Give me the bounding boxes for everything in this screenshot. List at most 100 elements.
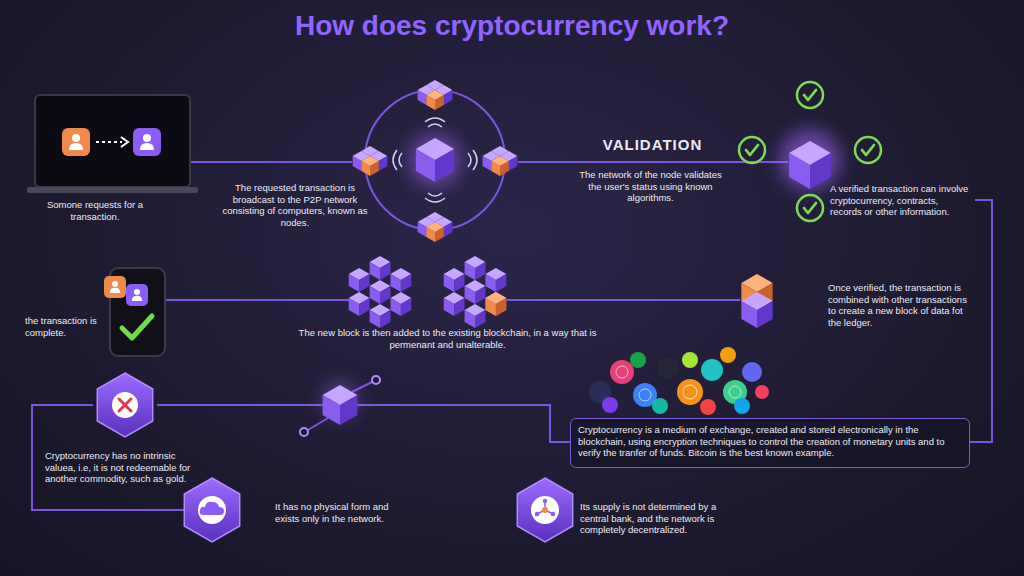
- definition-box: Cryptocurrency is a medium of exchange, …: [570, 418, 970, 468]
- supply-hexagon-part: [517, 478, 572, 542]
- supply-hexagon: [517, 478, 572, 542]
- phone-part: [110, 281, 121, 293]
- no-physical-hexagon-part: [198, 496, 226, 524]
- connector: [970, 200, 992, 442]
- decor-lines-part: [190, 161, 200, 163]
- blockchain-part: [349, 256, 412, 328]
- small-cube: [300, 376, 380, 436]
- connector: [530, 161, 575, 163]
- small-cube-part: [372, 376, 380, 384]
- p2p-network: [353, 80, 518, 242]
- supply-hexagon-part: [543, 499, 547, 503]
- validation-cube-part: [739, 137, 765, 163]
- coins-part: [720, 347, 736, 363]
- decor-lines-part: [720, 299, 740, 301]
- step-node: A verified transaction can involve crypt…: [735, 78, 975, 233]
- p2p-network-part: [393, 150, 402, 170]
- supply-hexagon-part: [551, 512, 555, 516]
- laptop-part: [27, 187, 198, 193]
- ledger-block-part: [741, 292, 772, 328]
- p2p-network-part: [483, 146, 518, 176]
- decor-lines-part: [175, 509, 184, 511]
- laptop-part: [69, 134, 83, 150]
- fact-node: Cryptocurrency has no intrinsic valuea, …: [40, 372, 205, 502]
- blockchain: [349, 256, 507, 328]
- coins-part: [682, 352, 698, 368]
- ledger-block: [741, 274, 772, 328]
- step-text: the transaction is complete.: [25, 315, 100, 338]
- phone: [104, 268, 165, 356]
- phone-part: [132, 289, 143, 301]
- phone-part: [104, 276, 126, 298]
- coins: [589, 347, 769, 415]
- coins-part: [652, 398, 668, 414]
- decor-lines-part: [157, 404, 205, 406]
- decor-lines-part: [165, 299, 185, 301]
- laptop-part: [121, 137, 128, 147]
- laptop-part: [133, 128, 161, 156]
- phone-part: [122, 316, 152, 338]
- blockchain-part: [485, 292, 506, 316]
- coins-part: [616, 366, 628, 378]
- supply-hexagon-part: [535, 512, 539, 516]
- step-node: Somone requests for a transaction.: [28, 95, 200, 226]
- p2p-network-part: [425, 193, 445, 202]
- connector: [205, 405, 570, 442]
- blockchain-part: [444, 256, 507, 328]
- step-text: The network of the node validates the us…: [578, 169, 723, 204]
- coins-part: [729, 386, 741, 398]
- coins-part: [701, 359, 723, 381]
- decor-lines-part: [575, 161, 725, 163]
- step-node: Once verified, the transaction is combin…: [720, 265, 975, 340]
- validation-cube-part: [797, 82, 823, 108]
- no-value-hexagon-part: [97, 373, 152, 437]
- step-node: VALIDATION The network of the node valida…: [575, 133, 725, 208]
- no-value-hexagon-part: [112, 392, 138, 418]
- step-text: It has no physical form and exists only …: [275, 501, 405, 524]
- p2p-network-part: [418, 80, 453, 110]
- coins-part: [677, 379, 703, 405]
- step-text: Somone requests for a transaction.: [40, 199, 150, 222]
- small-cube-part: [323, 385, 358, 425]
- title: How does cryptocurrency work?: [0, 10, 1024, 42]
- phone-part: [126, 284, 148, 306]
- connector: [185, 299, 290, 301]
- no-value-hexagon-part: [119, 399, 131, 411]
- laptop-part: [96, 141, 122, 143]
- fact-node: It has no physical form and exists only …: [175, 475, 405, 545]
- decor-lines-part: [290, 299, 350, 301]
- decor-lines-part: [210, 161, 352, 163]
- laptop: [27, 95, 198, 193]
- step-text: Cryptocurrency has no intrinsic valuea, …: [45, 450, 205, 485]
- step-node: The requested transaction is broadcast t…: [210, 88, 530, 233]
- validation-cube-part: [797, 195, 823, 221]
- p2p-network-part: [416, 138, 454, 182]
- coins-part: [630, 352, 646, 368]
- step-text: The new block is then added to the exist…: [290, 327, 605, 350]
- coins-part: [734, 398, 750, 414]
- small-cube-part: [300, 428, 308, 436]
- no-physical-hexagon-part: [184, 478, 239, 542]
- coins-part: [610, 360, 634, 384]
- coins-part: [683, 385, 697, 399]
- step-text: Cryptocurrency is a medium of exchange, …: [578, 424, 962, 459]
- step-text: The requested transaction is broadcast t…: [215, 182, 375, 228]
- coins-part: [602, 397, 618, 413]
- coins-part: [639, 389, 651, 401]
- p2p-network-part: [425, 118, 445, 127]
- decor-lines-part: [308, 418, 328, 430]
- supply-hexagon-part: [531, 496, 559, 524]
- coins-part: [755, 385, 769, 399]
- validation-cube-part: [789, 141, 831, 189]
- fact-node: Its supply is not determined by a centra…: [505, 475, 730, 545]
- laptop-part: [140, 134, 154, 150]
- decor-lines-part: [40, 404, 93, 406]
- validation-cube-part: [855, 137, 881, 163]
- step-node: the transaction is complete.: [25, 265, 185, 360]
- no-value-hexagon: [97, 373, 152, 437]
- coins-part: [657, 357, 679, 379]
- step-heading: VALIDATION: [580, 136, 725, 154]
- step-node: The new block is then added to the exist…: [290, 255, 605, 354]
